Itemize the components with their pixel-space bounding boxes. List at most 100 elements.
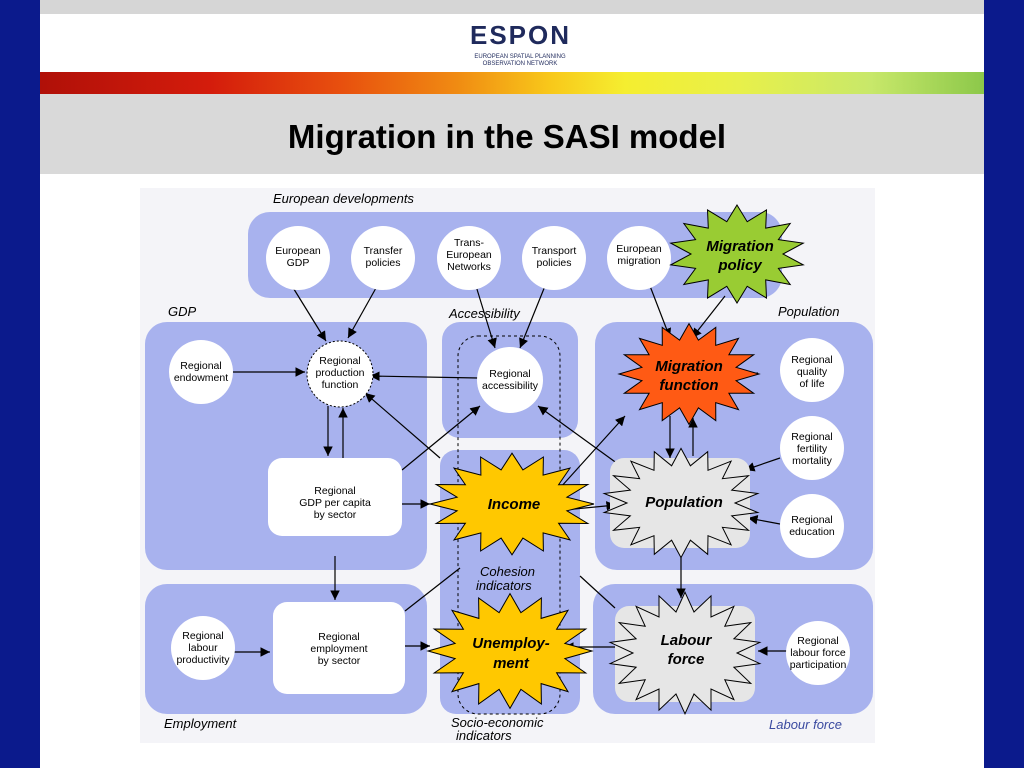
- group-label-european: European developments: [273, 191, 414, 206]
- arrow-education-to-population: [747, 515, 781, 525]
- arrow-transport-to-access: [519, 285, 546, 349]
- label-quality-1: Regional: [791, 354, 832, 366]
- logo-word: ESPON: [470, 20, 572, 50]
- link-employment-to-income: [404, 567, 461, 612]
- top-band: [40, 0, 984, 14]
- arrow-population-to-access: [537, 405, 619, 465]
- label-transfer-2: policies: [365, 257, 400, 269]
- label-quality-2: quality: [797, 366, 828, 378]
- label-accessibility-2: accessibility: [482, 380, 539, 392]
- label-unemployment-2: ment: [493, 655, 530, 672]
- group-label-population: Population: [778, 304, 839, 319]
- star-labour-force: [608, 590, 762, 716]
- label-productivity-3: productivity: [176, 654, 230, 666]
- label-unemployment-1: Unemploy-: [472, 635, 550, 652]
- label-cohesion-line2: indicators: [476, 578, 532, 593]
- label-labour-1: Labour: [661, 632, 713, 649]
- arrow-migration-to-function: [649, 285, 672, 339]
- label-transfer-1: Transfer: [364, 245, 403, 257]
- label-european-gdp-1: European: [275, 245, 321, 257]
- arrow-access-to-production: [369, 371, 479, 381]
- title-bar: [40, 94, 984, 174]
- node-ten: [437, 226, 501, 290]
- node-gdp-per-capita: [268, 458, 402, 536]
- node-european-migration: [607, 226, 671, 290]
- label-gdp-capita-3: by sector: [314, 509, 357, 521]
- group-label-employment: Employment: [164, 716, 238, 731]
- label-ten-2: European: [446, 249, 492, 261]
- group-label-labour-force: Labour force: [769, 717, 842, 732]
- node-european-gdp: [266, 226, 330, 290]
- arrow-transfer-to-production: [347, 287, 377, 339]
- label-transport-1: Transport: [532, 245, 577, 257]
- node-quality-of-life: [780, 338, 844, 402]
- label-endowment-1: Regional: [180, 360, 221, 372]
- label-production-3: function: [322, 379, 359, 391]
- node-fertility-mortality: [780, 416, 844, 480]
- arrow-gdp-to-production: [291, 285, 327, 342]
- arrow-policy-to-function: [691, 295, 726, 339]
- node-transport-policies: [522, 226, 586, 290]
- label-transport-2: policies: [536, 257, 571, 269]
- arrow-income-to-migration: [559, 415, 626, 489]
- label-employment-3: by sector: [318, 655, 361, 667]
- label-eu-migration-2: migration: [617, 255, 660, 267]
- label-cohesion-line1: Cohesion: [480, 564, 535, 579]
- label-production-1: Regional: [319, 355, 360, 367]
- label-gdp-capita-1: Regional: [314, 485, 355, 497]
- logo-subtitle: EUROPEAN SPATIAL PLANNING OBSERVATION NE…: [445, 54, 595, 68]
- arrow-gdp-to-access: [401, 405, 481, 471]
- label-ten-1: Trans-: [454, 237, 484, 249]
- label-education-1: Regional: [791, 514, 832, 526]
- label-migration-function-2: function: [659, 377, 718, 394]
- map-strip: [40, 72, 984, 94]
- node-labour-force-participation: [786, 621, 850, 685]
- arrow-ten-to-access: [475, 285, 497, 349]
- node-regional-production-function: [306, 340, 374, 408]
- label-fertility-2: fertility: [797, 443, 828, 455]
- star-unemployment: [426, 592, 594, 710]
- star-income: [429, 452, 595, 556]
- label-socio-line1: Socio-economic: [451, 715, 544, 730]
- label-fertility-1: Regional: [791, 431, 832, 443]
- label-population: Population: [645, 494, 723, 511]
- label-endowment-2: endowment: [174, 372, 228, 384]
- node-transfer-policies: [351, 226, 415, 290]
- label-employment-1: Regional: [318, 631, 359, 643]
- slide-title: Migration in the SASI model: [287, 118, 727, 155]
- label-socio-line2: indicators: [456, 728, 512, 743]
- label-income: Income: [488, 496, 541, 513]
- node-regional-accessibility: [477, 347, 543, 413]
- label-participation-3: participation: [790, 659, 847, 671]
- label-european-gdp-2: GDP: [287, 257, 310, 269]
- star-migration-policy: [669, 204, 805, 304]
- label-production-2: production: [315, 367, 364, 379]
- label-education-2: education: [789, 526, 835, 538]
- node-regional-education: [780, 494, 844, 558]
- label-participation-1: Regional: [797, 635, 838, 647]
- label-labour-2: force: [668, 651, 705, 668]
- star-population: [602, 447, 760, 559]
- sasi-diagram: European developments GDP Accessibility …: [140, 188, 875, 743]
- arrow-fertility-to-population: [744, 457, 781, 472]
- arrow-income-to-production: [364, 392, 441, 459]
- star-migration-function: [617, 322, 761, 426]
- node-regional-employment: [273, 602, 405, 694]
- group-label-gdp: GDP: [168, 304, 197, 319]
- label-accessibility-1: Regional: [489, 368, 530, 380]
- label-participation-2: labour force: [790, 647, 846, 659]
- logo-subtitle-line1: EUROPEAN SPATIAL PLANNING: [474, 54, 566, 60]
- label-productivity-1: Regional: [182, 630, 223, 642]
- label-eu-migration-1: European: [616, 243, 662, 255]
- label-policy-2: policy: [717, 257, 762, 274]
- label-migration-function-1: Migration: [655, 358, 723, 375]
- node-labour-productivity: [171, 616, 235, 680]
- link-indicators-to-labour: [579, 575, 616, 609]
- label-ten-3: Networks: [447, 261, 491, 273]
- label-employment-2: employment: [310, 643, 367, 655]
- label-policy-1: Migration: [706, 238, 774, 255]
- connections: [230, 285, 787, 657]
- label-gdp-capita-2: GDP per capita: [299, 497, 371, 509]
- label-fertility-3: mortality: [792, 455, 832, 467]
- dashed-outline: [457, 335, 561, 715]
